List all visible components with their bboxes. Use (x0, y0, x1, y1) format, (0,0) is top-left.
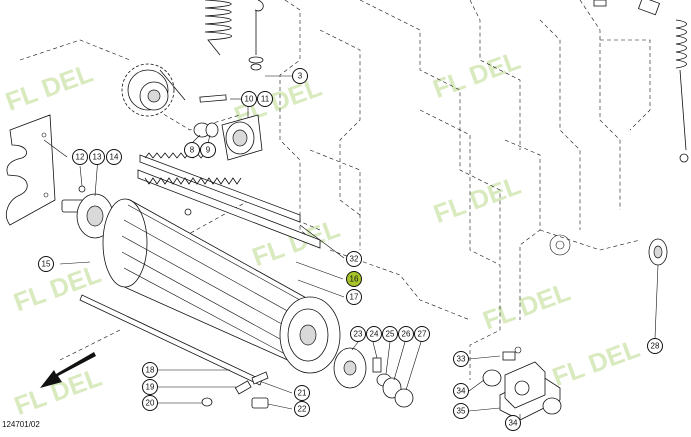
callout-9: 9 (200, 142, 216, 158)
callout-24: 24 (366, 326, 382, 342)
callout-label: 34 (457, 387, 466, 396)
guard-plate (6, 114, 56, 226)
callout-18: 18 (142, 362, 158, 378)
watermark: FL DEL (429, 45, 524, 104)
drive-sprocket (121, 63, 186, 117)
hub-assembly (333, 347, 414, 408)
callout-label: 28 (651, 342, 660, 351)
bearing-housing (193, 94, 263, 161)
small-bracket-top (593, 0, 661, 16)
serrated-stripper-bar-lower (137, 169, 321, 249)
bushing-28 (648, 238, 668, 266)
callout-label: 24 (370, 330, 379, 339)
machine-frame (19, 0, 651, 380)
callout-label: 9 (206, 146, 211, 155)
callout-label: 35 (457, 407, 466, 416)
watermark: FL DEL (548, 333, 643, 392)
callout-34-lower: 34 (505, 415, 521, 431)
callout-label: 3 (298, 72, 303, 81)
callout-label: 19 (146, 383, 155, 392)
callout-label: 27 (418, 330, 427, 339)
callout-19: 19 (142, 379, 158, 395)
callout-10: 10 (241, 91, 257, 107)
tension-spring-left (204, 0, 232, 56)
feed-drum (102, 198, 341, 374)
callout-12: 12 (72, 149, 88, 165)
callout-label: 25 (386, 330, 395, 339)
callout-27: 27 (414, 326, 430, 342)
callout-label: 23 (354, 330, 363, 339)
callout-25: 25 (382, 326, 398, 342)
watermark: FL DEL (429, 170, 524, 229)
callout-label: 12 (76, 153, 85, 162)
callout-34-upper: 34 (453, 383, 469, 399)
callout-32: 32 (346, 251, 362, 267)
callout-label: 10 (245, 95, 254, 104)
callout-label: 34 (509, 419, 518, 428)
callout-label: 26 (402, 330, 411, 339)
callout-35: 35 (453, 403, 469, 419)
callout-label: 21 (298, 389, 307, 398)
callout-label: 32 (350, 255, 359, 264)
callout-label: 33 (457, 355, 466, 364)
callout-11: 11 (257, 91, 273, 107)
callout-label: 8 (190, 146, 195, 155)
bearing-bracket (482, 351, 562, 421)
callout-8: 8 (184, 142, 200, 158)
flange-stub-shaft (61, 185, 114, 239)
callout-22: 22 (294, 401, 310, 417)
watermark: FL DEL (1, 58, 96, 117)
tension-spring-right (675, 19, 689, 163)
callout-15: 15 (38, 256, 54, 272)
callout-label: 22 (298, 405, 307, 414)
callout-28: 28 (647, 338, 663, 354)
callout-20: 20 (142, 395, 158, 411)
callout-23: 23 (350, 326, 366, 342)
watermark: FL DEL (479, 276, 574, 335)
callout-21: 21 (294, 385, 310, 401)
callout-label: 14 (110, 153, 119, 162)
direction-arrow-icon (40, 352, 96, 388)
hardware-19-22 (201, 371, 269, 409)
callout-14: 14 (106, 149, 122, 165)
callout-13: 13 (89, 149, 105, 165)
eye-bolt (248, 0, 264, 71)
callout-label: 13 (93, 153, 102, 162)
callout-33: 33 (453, 351, 469, 367)
callout-label: 18 (146, 366, 155, 375)
callout-17: 17 (346, 289, 362, 305)
callout-label: 20 (146, 399, 155, 408)
callout-label: 16 (350, 275, 359, 284)
drawing-reference-number: 124701/02 (2, 420, 40, 429)
leader-lines (43, 75, 659, 420)
callout-3: 3 (292, 68, 308, 84)
watermark: FL DEL (10, 258, 105, 317)
callout-26: 26 (398, 326, 414, 342)
callout-label: 15 (42, 260, 51, 269)
watermark: FL DEL (10, 362, 105, 421)
callout-label: 11 (261, 95, 270, 104)
callout-label: 17 (350, 293, 359, 302)
callout-16: 16 (346, 271, 362, 287)
